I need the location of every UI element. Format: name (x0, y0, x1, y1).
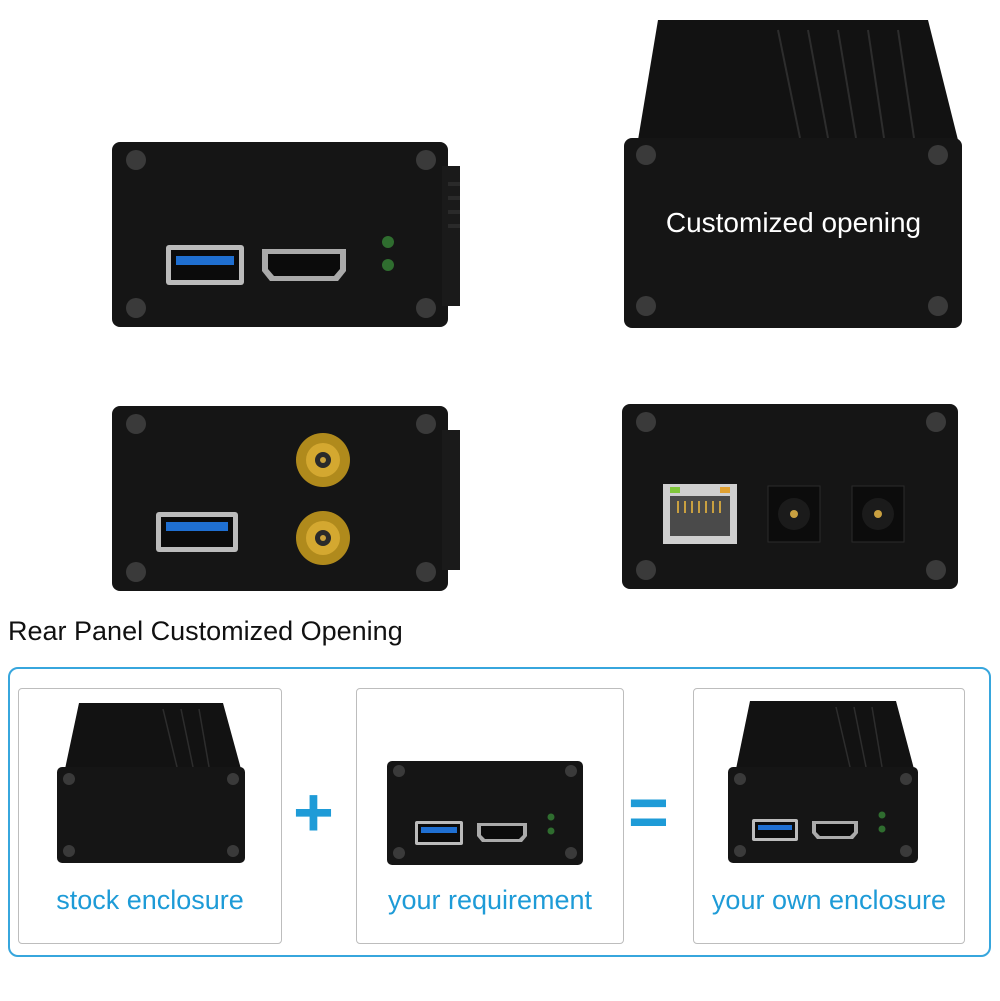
enclosure-front-rj45-dc (622, 404, 958, 589)
card-stock-enclosure: stock enclosure (18, 688, 282, 944)
enclosure-blank-thumbnail (57, 703, 245, 863)
enclosure-front-thumbnail (387, 761, 583, 865)
enclosure-custom-thumbnail (728, 701, 918, 863)
sma-connector-icon (296, 433, 350, 565)
card-your-own-enclosure: your own enclosure (693, 688, 965, 944)
comparison-frame (8, 667, 991, 957)
section-title: Rear Panel Customized Opening (8, 616, 403, 646)
enclosure-front-usb-hdmi (112, 142, 460, 327)
plus-icon: + (293, 773, 334, 851)
enclosure-blank-perspective (624, 20, 962, 328)
card-your-requirement: your requirement (356, 688, 624, 944)
card-label: your requirement (387, 885, 593, 915)
card-label: your own enclosure (711, 885, 947, 915)
card-label: stock enclosure (56, 885, 244, 915)
screw-icon (126, 150, 436, 318)
enclosure-front-usb-sma (112, 406, 460, 591)
equals-icon: = (628, 773, 669, 851)
customized-opening-label: Customized opening (665, 207, 922, 238)
